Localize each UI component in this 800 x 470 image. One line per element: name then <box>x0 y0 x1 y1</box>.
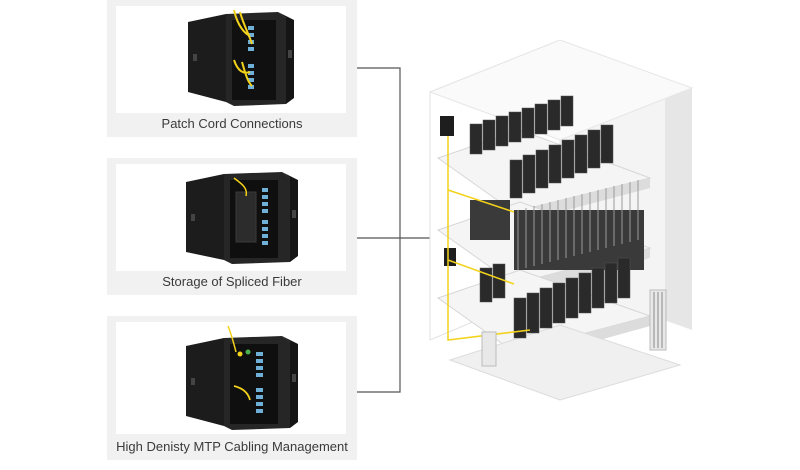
panel-storage-spliced-fiber: Storage of Spliced Fiber <box>107 158 357 295</box>
wall-mount-enclosure-patch-cords-icon <box>188 9 294 106</box>
mtp-enclosure-image <box>116 322 346 434</box>
panel-caption: Storage of Spliced Fiber <box>162 274 302 289</box>
data-center-building-cutaway-icon <box>428 40 694 401</box>
panel-caption: High Denisty MTP Cabling Management <box>116 439 348 454</box>
patch-cord-enclosure-image <box>116 6 346 113</box>
wall-mount-enclosure-splice-tray-icon <box>186 172 298 264</box>
splice-enclosure-image <box>116 164 346 271</box>
panel-patch-cord-connections: Patch Cord Connections <box>107 0 357 137</box>
panel-mtp-cabling-management: High Denisty MTP Cabling Management <box>107 316 357 460</box>
panel-caption: Patch Cord Connections <box>161 116 303 131</box>
wall-mount-enclosure-mtp-cassettes-icon <box>186 325 298 430</box>
